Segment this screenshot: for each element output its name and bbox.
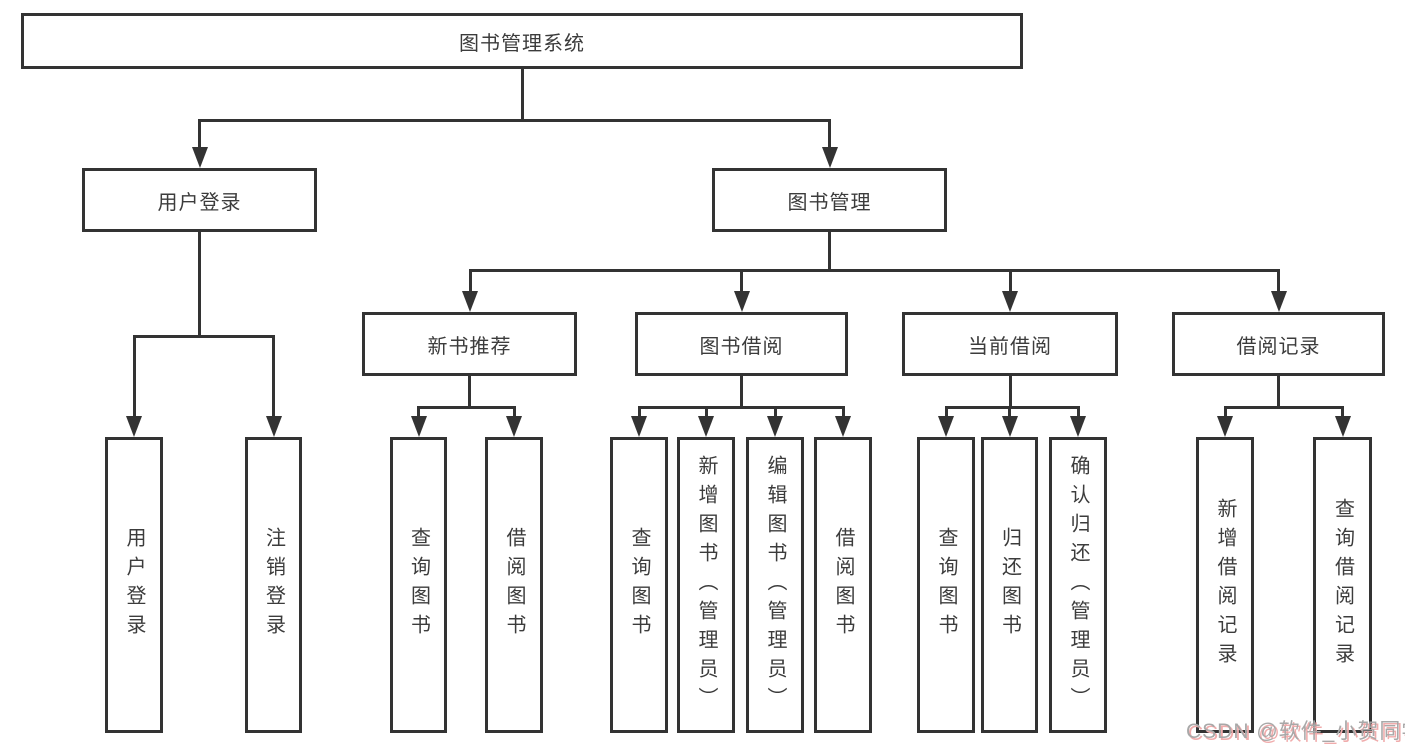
- arrowhead-down-icon: [462, 291, 478, 312]
- leaf-borrow-query-books: 查询图书: [610, 437, 668, 733]
- leaf-borrow-add-books-admin: 新增图书（管理员）: [677, 437, 735, 733]
- arrowhead-down-icon: [265, 416, 282, 437]
- connector-hline: [944, 405, 1080, 409]
- connector-vline: [773, 406, 777, 420]
- connector-vline: [198, 232, 201, 337]
- arrowhead-down-icon: [506, 416, 522, 437]
- connector-vline: [512, 406, 516, 420]
- connector-vline: [272, 335, 275, 420]
- connector-hline: [417, 405, 516, 409]
- connector-vline: [132, 335, 136, 420]
- connector-vline: [198, 119, 201, 150]
- arrowhead-down-icon: [1270, 291, 1287, 312]
- leaf-records-query-record: 查询借阅记录: [1313, 437, 1372, 733]
- arrowhead-down-icon: [767, 416, 783, 437]
- leaf-borrow-borrow-books: 借阅图书: [814, 437, 872, 733]
- arrowhead-down-icon: [1334, 416, 1351, 437]
- arrowhead-down-icon: [1217, 416, 1233, 437]
- connector-vline: [1076, 406, 1080, 420]
- connector-vline: [704, 406, 708, 420]
- connector-vline: [637, 406, 641, 420]
- connector-vline: [1277, 376, 1280, 408]
- arrowhead-down-icon: [631, 416, 647, 437]
- connector-vline: [1008, 406, 1011, 420]
- arrowhead-down-icon: [835, 416, 851, 437]
- connector-vline: [1223, 406, 1227, 420]
- connector-vline: [1341, 406, 1344, 420]
- csdn-watermark: CSDN @软件_小贺同学: [1186, 720, 1405, 743]
- connector-vline: [944, 406, 948, 420]
- node-current-borrow: 当前借阅: [902, 312, 1118, 376]
- connector-vline: [417, 406, 420, 420]
- node-root-library-system: 图书管理系统: [21, 13, 1023, 69]
- arrowhead-down-icon: [938, 416, 954, 437]
- connector-vline: [828, 232, 831, 271]
- leaf-current-return-books: 归还图书: [981, 437, 1038, 733]
- leaf-newbook-query-books: 查询图书: [390, 437, 447, 733]
- arrowhead-down-icon: [1001, 416, 1018, 437]
- node-borrow-records: 借阅记录: [1172, 312, 1385, 376]
- arrowhead-down-icon: [410, 416, 427, 437]
- connector-vline: [740, 376, 743, 408]
- connector-vline: [841, 406, 845, 420]
- node-user-login: 用户登录: [82, 168, 317, 232]
- arrowhead-down-icon: [191, 147, 208, 168]
- connector-hline: [468, 268, 1280, 272]
- connector-vline: [520, 69, 524, 121]
- connector-vline: [1008, 376, 1012, 408]
- connector-vline: [828, 119, 831, 150]
- connector-vline: [740, 269, 743, 294]
- connector-hline: [132, 334, 275, 338]
- connector-vline: [468, 376, 471, 408]
- arrowhead-down-icon: [698, 416, 714, 437]
- arrowhead-down-icon: [1002, 291, 1018, 312]
- connector-vline: [1277, 269, 1280, 294]
- arrowhead-down-icon: [1070, 416, 1086, 437]
- leaf-records-add-record: 新增借阅记录: [1196, 437, 1254, 733]
- arrowhead-down-icon: [733, 291, 750, 312]
- connector-hline: [637, 405, 845, 409]
- connector-vline: [468, 269, 472, 294]
- leaf-newbook-borrow-books: 借阅图书: [485, 437, 543, 733]
- node-book-management: 图书管理: [712, 168, 947, 232]
- arrowhead-down-icon: [821, 147, 838, 168]
- connector-hline: [198, 118, 831, 122]
- connector-vline: [1008, 269, 1012, 294]
- leaf-borrow-edit-books-admin: 编辑图书（管理员）: [746, 437, 804, 733]
- leaf-current-query-books: 查询图书: [917, 437, 975, 733]
- arrowhead-down-icon: [126, 416, 142, 437]
- leaf-user-login: 用户登录: [105, 437, 163, 733]
- leaf-current-confirm-return-admin: 确认归还（管理员）: [1049, 437, 1107, 733]
- node-new-book-recommend: 新书推荐: [362, 312, 577, 376]
- leaf-logout: 注销登录: [245, 437, 302, 733]
- connector-hline: [1223, 405, 1344, 409]
- node-book-borrow: 图书借阅: [635, 312, 848, 376]
